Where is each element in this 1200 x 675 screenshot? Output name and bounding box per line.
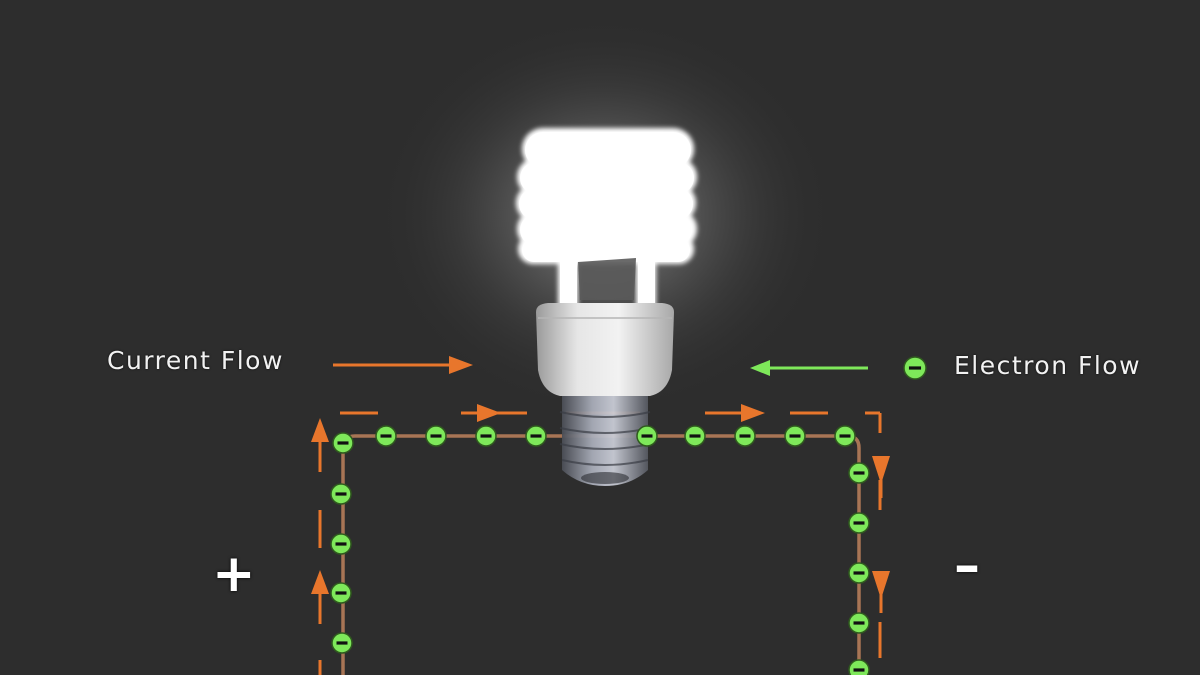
electron-minus-icon bbox=[684, 425, 706, 447]
arrow-down-icon bbox=[872, 456, 890, 498]
current-flow-arrows bbox=[311, 356, 890, 624]
electron-minus-icon bbox=[848, 612, 870, 634]
electron-minus-icon bbox=[375, 425, 397, 447]
negative-terminal-label: – bbox=[954, 536, 980, 596]
electron-legend-icon bbox=[903, 356, 927, 380]
electron-minus-icon bbox=[330, 483, 352, 505]
positive-terminal-label: + bbox=[212, 544, 256, 604]
arrow-right-icon bbox=[333, 356, 473, 374]
electron-minus-icon bbox=[636, 425, 658, 447]
electron-minus-icon bbox=[848, 512, 870, 534]
electron-minus-icon bbox=[330, 533, 352, 555]
electron-minus-icon bbox=[475, 425, 497, 447]
electron-minus-icon bbox=[848, 462, 870, 484]
arrow-up-icon bbox=[311, 570, 329, 624]
current-flow-label: Current Flow bbox=[107, 346, 284, 375]
cfl-bulb-icon bbox=[516, 128, 697, 486]
arrow-right-icon bbox=[461, 404, 501, 422]
electron-minus-icon bbox=[525, 425, 547, 447]
electron-minus-icon bbox=[425, 425, 447, 447]
electrons bbox=[330, 425, 870, 675]
electron-minus-icon bbox=[332, 432, 354, 454]
electron-minus-icon bbox=[734, 425, 756, 447]
electron-minus-icon bbox=[834, 425, 856, 447]
electron-minus-icon bbox=[331, 632, 353, 654]
arrow-right-icon bbox=[705, 404, 765, 422]
electron-minus-icon bbox=[903, 356, 927, 380]
electron-flow-arrow bbox=[750, 360, 868, 376]
arrow-up-icon bbox=[311, 418, 329, 472]
electron-minus-icon bbox=[330, 582, 352, 604]
electron-minus-icon bbox=[784, 425, 806, 447]
electron-minus-icon bbox=[848, 659, 870, 675]
electron-minus-icon bbox=[848, 562, 870, 584]
arrow-down-icon bbox=[872, 571, 890, 613]
electron-flow-label: Electron Flow bbox=[954, 351, 1142, 380]
arrow-left-icon bbox=[750, 360, 868, 376]
